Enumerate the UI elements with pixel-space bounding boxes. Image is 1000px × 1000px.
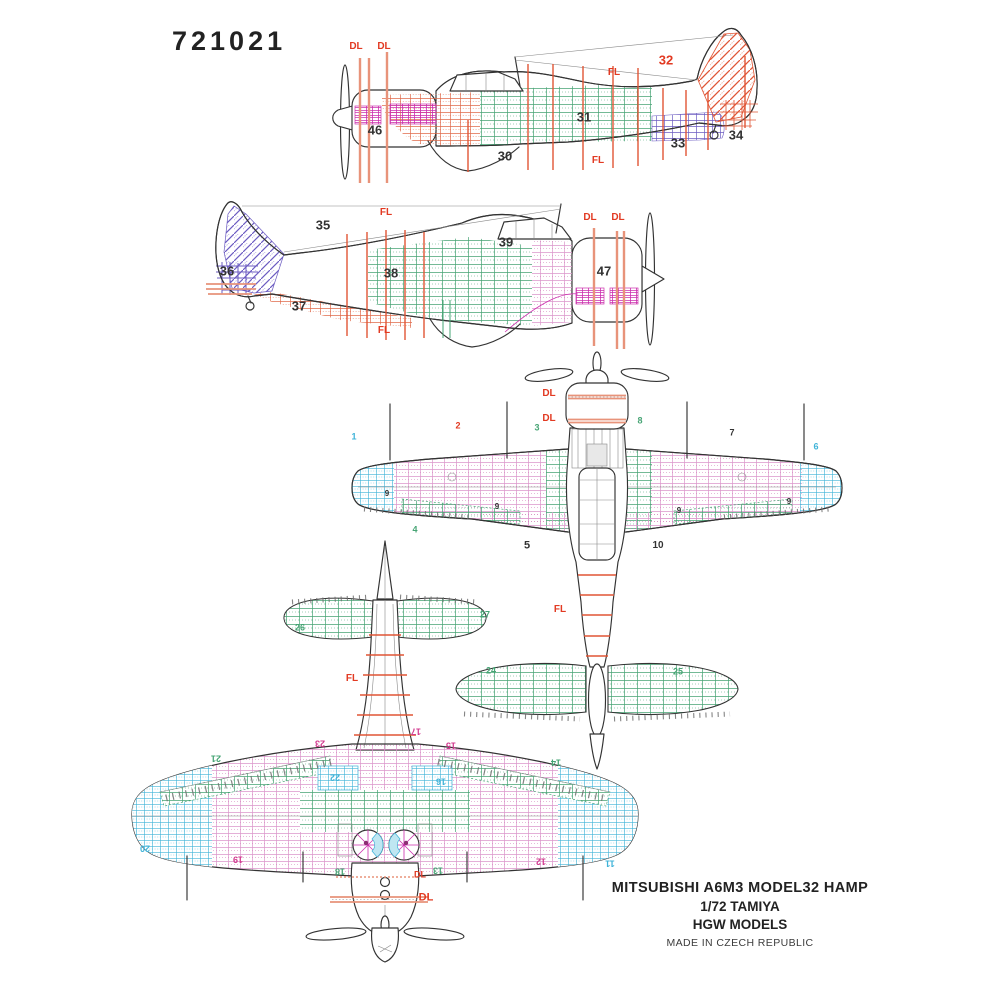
kit-brand: HGW MODELS xyxy=(692,917,788,932)
wheel-well-right xyxy=(388,829,420,861)
side-view-nose-left xyxy=(332,27,758,183)
kit-title: MITSUBISHI A6M3 MODEL32 HAMP xyxy=(611,880,869,896)
wheel-well-left xyxy=(352,829,384,861)
kit-scale: 1/72 TAMIYA xyxy=(700,899,780,914)
side-view-nose-right xyxy=(206,201,665,349)
sheet-code: 721021 xyxy=(172,26,287,56)
kit-title-block: MITSUBISHI A6M3 MODEL32 HAMP 1/72 TAMIYA… xyxy=(555,880,925,949)
top-view xyxy=(351,351,843,770)
kit-origin: MADE IN CZECH REPUBLIC xyxy=(666,937,814,949)
